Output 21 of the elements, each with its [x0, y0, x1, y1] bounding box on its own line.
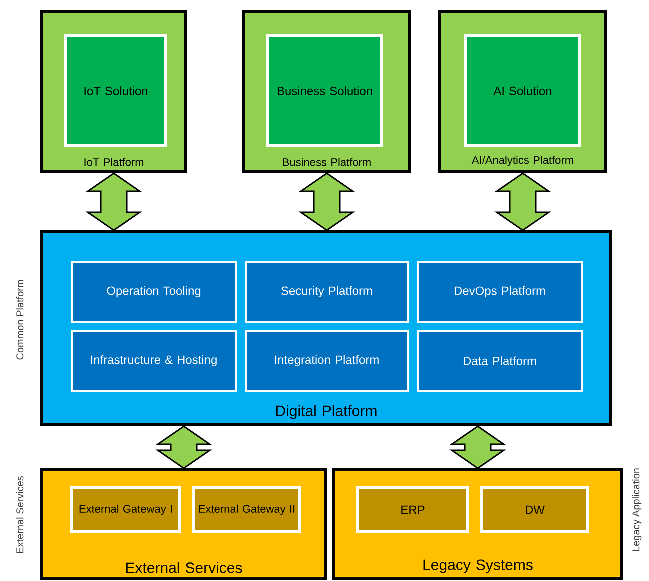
component-box: Infrastructure & Hosting [71, 330, 237, 392]
side-label: External Services [16, 476, 24, 554]
solution-box: Business Solution [266, 34, 384, 148]
component-box: External Gateway I [70, 486, 182, 534]
side-label: Common Platform [16, 280, 24, 360]
block-arrow [298, 172, 356, 232]
solution-box: AI Solution [464, 34, 582, 148]
component-box: Operation Tooling [71, 261, 237, 323]
component-box: Security Platform [245, 261, 409, 323]
block-arrow [156, 426, 212, 470]
component-box: DW [480, 486, 590, 534]
component-box: Data Platform [417, 330, 583, 392]
component-box: Integration Platform [245, 330, 409, 392]
component-box: ERP [356, 486, 470, 534]
block-arrow [494, 172, 552, 232]
block-arrow [450, 426, 506, 470]
solution-box: IoT Solution [64, 34, 168, 148]
component-box: DevOps Platform [417, 261, 583, 323]
block-arrow [86, 172, 142, 232]
side-label: Legacy Application [632, 468, 642, 552]
component-box: External Gateway II [192, 486, 302, 534]
